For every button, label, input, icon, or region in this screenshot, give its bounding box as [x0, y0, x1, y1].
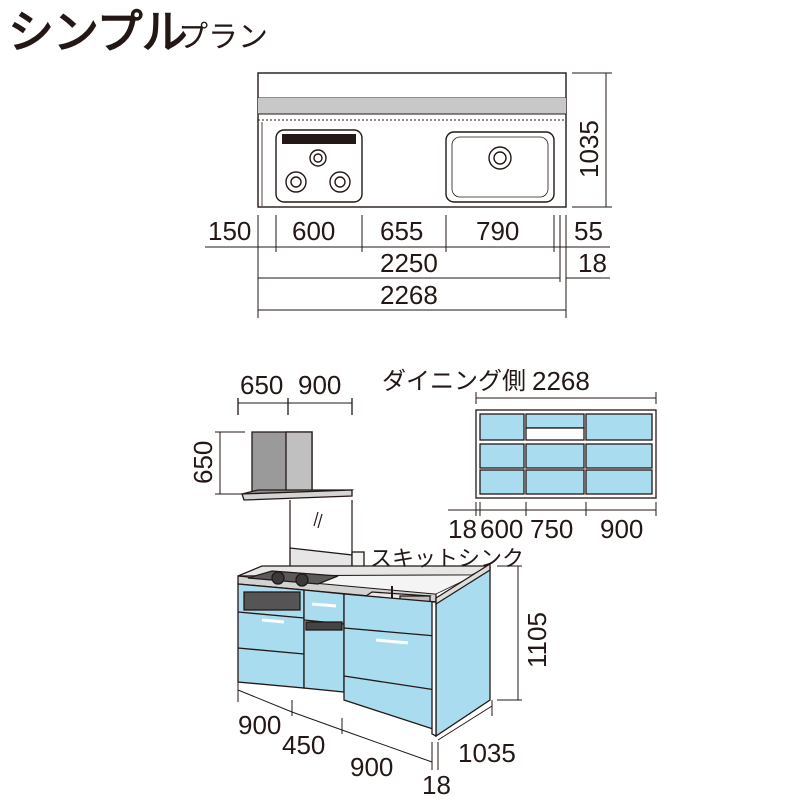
plan-width-600: 600: [292, 216, 336, 246]
plan-width-150: 150: [208, 216, 252, 246]
plan-depth-label: 1035: [574, 120, 604, 178]
plan-width-790: 790: [476, 216, 520, 246]
grill-vent: [282, 134, 356, 144]
kitchen-dimensions: [237, 565, 522, 770]
plan-subtitle: プラン: [178, 21, 268, 54]
plan-side-panel: 18: [578, 248, 607, 278]
kitchen-height: 1105: [522, 612, 552, 668]
range-hood: [215, 398, 355, 501]
dining-side-total: 2268: [532, 366, 590, 396]
kitchen-width-450: 450: [282, 730, 326, 760]
kitchen-width-900-a: 900: [238, 710, 282, 740]
glass-partition: [289, 500, 353, 555]
sink-bowl: [445, 131, 555, 203]
plan-view-drawing: [205, 72, 612, 318]
dining-width-900: 900: [600, 514, 644, 544]
countertop-outline: [257, 72, 567, 208]
burner-icon: [285, 149, 351, 193]
hood-width-a: 650: [240, 370, 284, 400]
plan-title: シンプル: [8, 6, 188, 58]
kitchen-width-900-b: 900: [350, 752, 394, 782]
plan-total: 2268: [380, 280, 438, 310]
dining-side-label: ダイニング側: [382, 368, 526, 395]
dining-width-750: 750: [530, 514, 574, 544]
plan-width-655: 655: [380, 216, 424, 246]
plan-total-inner: 2250: [380, 248, 438, 278]
drain-icon: [488, 146, 512, 170]
hood-width-b: 900: [298, 370, 342, 400]
dining-side-view: [448, 392, 657, 516]
kitchen-depth: 1035: [458, 738, 516, 768]
kitchen-side-panel: 18: [422, 770, 451, 800]
plan-width-55: 55: [574, 216, 603, 246]
cabinet-right: [343, 593, 437, 731]
dining-width-18: 18: [448, 514, 477, 544]
sink-label: スキットシンク: [370, 546, 525, 571]
kitchen-body: [237, 547, 491, 738]
hood-height: 650: [188, 440, 218, 484]
dining-width-600: 600: [480, 514, 524, 544]
